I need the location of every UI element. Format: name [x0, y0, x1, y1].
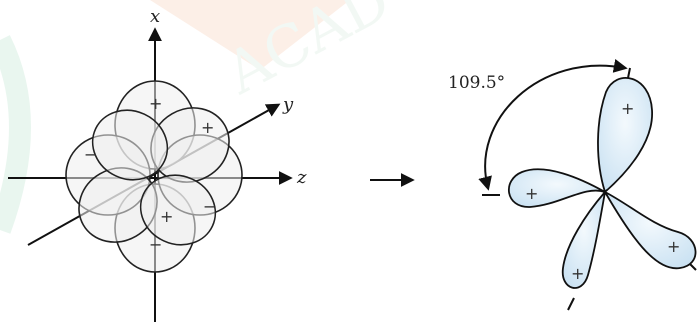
axis-label-y: y: [282, 94, 294, 115]
stub-bottom: [568, 298, 574, 310]
sp3-sign-right: +: [667, 237, 680, 256]
sp3-sign-down: +: [571, 264, 584, 283]
sign-bottom: −: [149, 235, 162, 254]
lobe-left: [509, 169, 605, 207]
right-sp3-figure: + + + + 109.5°: [448, 66, 696, 310]
sp3-sign-left: +: [525, 184, 538, 203]
lobe-up: [598, 78, 652, 192]
axis-label-x: x: [150, 6, 160, 27]
sign-top: +: [149, 94, 162, 113]
sign-inner-minus: −: [203, 197, 216, 216]
axis-label-z: z: [296, 167, 307, 188]
sp3-sign-up: +: [621, 99, 634, 118]
angle-label: 109.5°: [448, 73, 505, 93]
sign-inner-plus: +: [160, 207, 173, 226]
sign-right: +: [201, 118, 214, 137]
stub-top: [628, 68, 630, 78]
watermark-arc-left: [0, 40, 20, 230]
lobe-right: [605, 192, 696, 268]
sign-left: −: [84, 145, 97, 164]
